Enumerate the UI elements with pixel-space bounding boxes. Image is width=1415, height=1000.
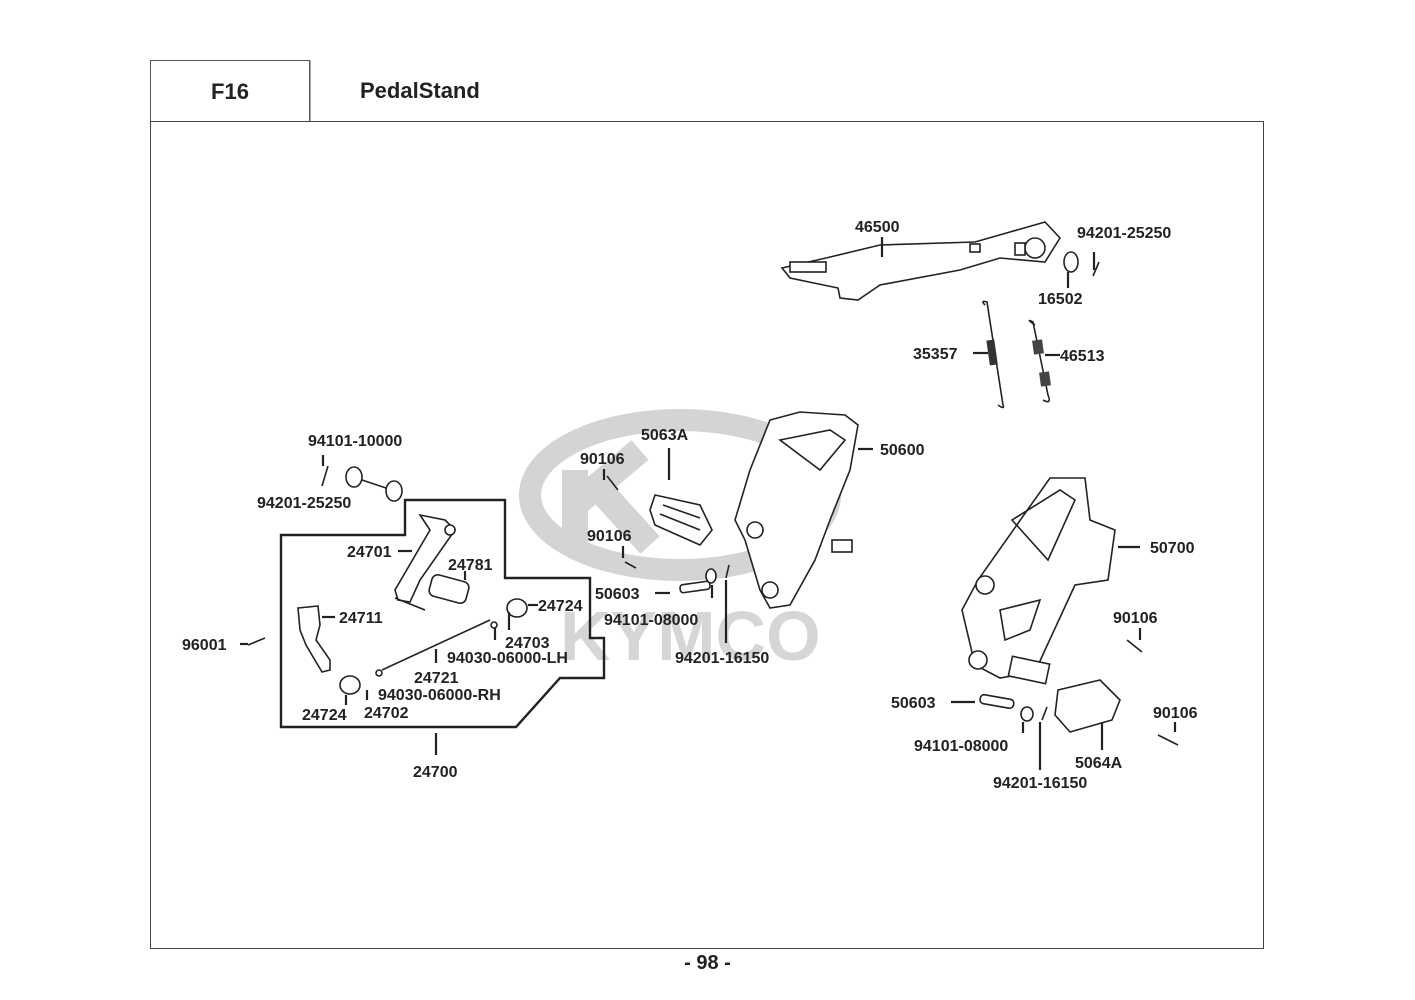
nut-rh-drawing: [375, 669, 383, 677]
label-94201-16150-left: 94201-16150: [675, 650, 769, 667]
bracket-50700-drawing: [961, 477, 1116, 685]
label-16502: 16502: [1038, 291, 1083, 308]
cotter-pin-right-drawing: [1041, 706, 1048, 721]
shift-rubber-drawing: [428, 574, 470, 604]
label-24721: 24721: [414, 670, 459, 687]
pin-50603-left-drawing: [679, 580, 711, 594]
label-94101-08000-left: 94101-08000: [604, 612, 698, 629]
label-24781: 24781: [448, 557, 493, 574]
rod-end-right-drawing: [506, 598, 528, 618]
label-90106-left-lower: 90106: [587, 528, 632, 545]
section-code: F16: [150, 60, 310, 122]
label-94201-25250-brake: 94201-25250: [1077, 225, 1171, 242]
label-24724-left: 24724: [302, 707, 347, 724]
brake-pedal-drawing: [780, 221, 1062, 301]
page-title: PedalStand: [360, 78, 480, 103]
label-94101-08000-right: 94101-08000: [914, 738, 1008, 755]
washer-left-drawing: [705, 568, 717, 584]
label-24711: 24711: [339, 610, 383, 627]
bracket-50600-drawing: [734, 411, 859, 609]
label-24703: 24703: [505, 635, 550, 652]
cotter-pin-drawing: [1092, 261, 1100, 277]
diagram-frame: [150, 121, 1264, 949]
footpeg-5063a-drawing: [649, 494, 713, 546]
bolt-right-lower-drawing: [1157, 734, 1179, 746]
label-94101-10000: 94101-10000: [308, 433, 402, 450]
label-24700: 24700: [413, 764, 458, 781]
cotter-pin-top-drawing: [321, 465, 329, 487]
label-50603-right: 50603: [891, 695, 936, 712]
page-number: - 98 -: [684, 952, 731, 974]
label-50700: 50700: [1150, 540, 1195, 557]
label-94201-16150-right: 94201-16150: [993, 775, 1087, 792]
bolt-96001-drawing: [247, 637, 266, 646]
label-35357: 35357: [913, 346, 958, 363]
nut-lh-drawing: [490, 621, 498, 629]
rod-end-left-drawing: [339, 675, 361, 695]
label-24701: 24701: [347, 544, 392, 561]
label-5064a: 5064A: [1075, 755, 1123, 772]
label-94201-25250-left: 94201-25250: [257, 495, 351, 512]
label-90106-right-lower: 90106: [1153, 705, 1198, 722]
bolt-left-upper-drawing: [606, 475, 619, 491]
label-90106-left-upper: 90106: [580, 451, 625, 468]
spring-46513-drawing: [1028, 319, 1051, 403]
shift-arm-drawing: [297, 605, 331, 673]
label-94030-06000-rh: 94030-06000-RH: [378, 687, 501, 704]
label-50600: 50600: [880, 442, 925, 459]
label-24702: 24702: [364, 705, 409, 722]
label-96001: 96001: [182, 637, 227, 654]
shift-pedal-drawing: [394, 513, 457, 611]
pin-50603-right-drawing: [979, 693, 1015, 710]
bolt-right-upper-drawing: [1126, 639, 1143, 653]
label-90106-right-upper: 90106: [1113, 610, 1158, 627]
label-5063a: 5063A: [641, 427, 689, 444]
shift-rod-drawing: [381, 619, 491, 671]
label-46513: 46513: [1060, 348, 1105, 365]
leader-lines: [240, 237, 1177, 770]
label-94030-06000-lh: 94030-06000-LH: [447, 650, 568, 667]
cotter-pin-left-drawing: [725, 564, 730, 579]
washers-94101-10000-drawing: [345, 466, 403, 502]
washer-16502-drawing: [1063, 251, 1079, 273]
bolt-left-lower-drawing: [624, 561, 637, 569]
washer-right-drawing: [1020, 706, 1034, 722]
shift-assy-outline: [279, 498, 606, 729]
footpeg-5064a-drawing: [1054, 679, 1121, 733]
spring-35357-drawing: [982, 300, 1005, 409]
label-50603-left: 50603: [595, 586, 640, 603]
label-24724-right: 24724: [538, 598, 583, 615]
label-46500: 46500: [855, 219, 900, 236]
